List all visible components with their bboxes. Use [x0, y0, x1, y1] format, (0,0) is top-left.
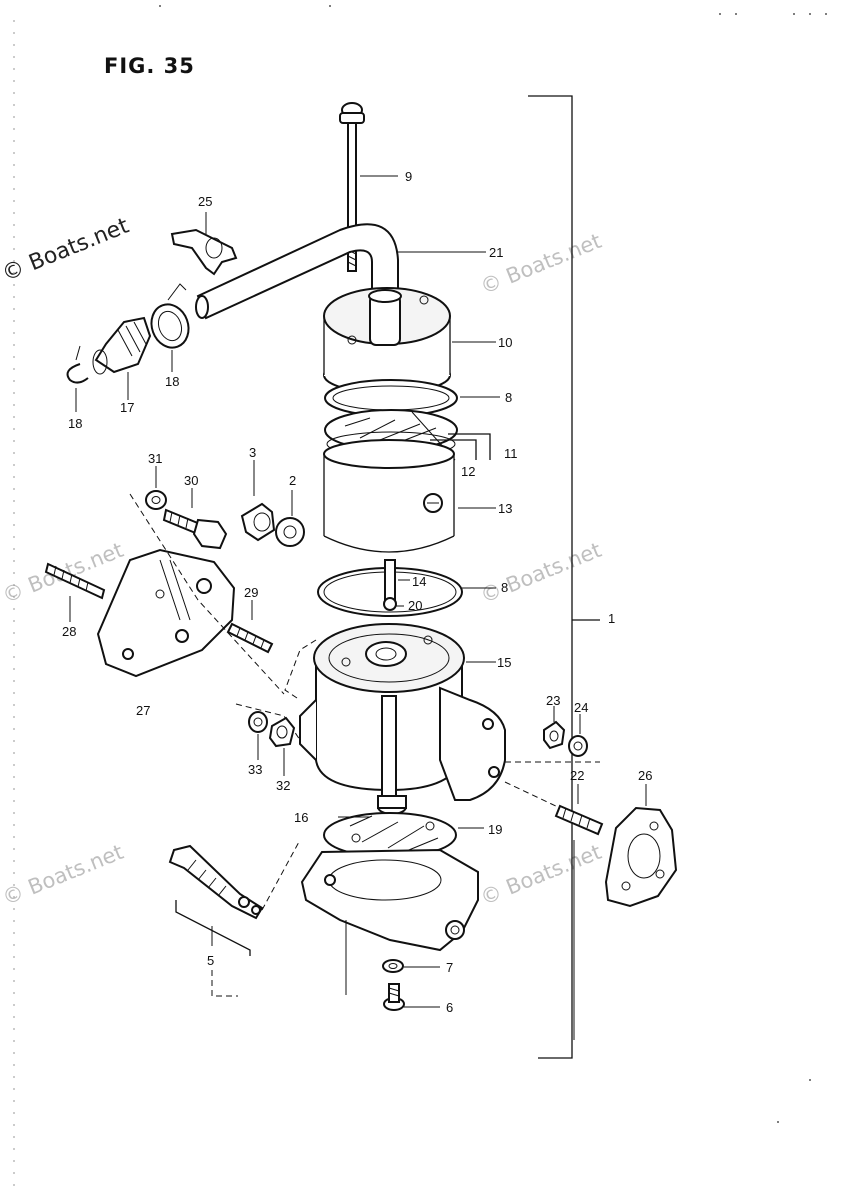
- callout-14: 14: [412, 574, 426, 589]
- callout-18-lower: 18: [68, 416, 82, 431]
- callout-5: 5: [207, 953, 214, 968]
- bolt-part-30: [162, 488, 228, 550]
- callout-21: 21: [489, 245, 503, 260]
- callout-22: 22: [570, 768, 584, 783]
- callout-6: 6: [446, 1000, 453, 1015]
- callout-28: 28: [62, 624, 76, 639]
- callout-17: 17: [120, 400, 134, 415]
- callout-13: 13: [498, 501, 512, 516]
- callout-8-upper: 8: [505, 390, 512, 405]
- callout-30: 30: [184, 473, 198, 488]
- pump-base-part: [300, 848, 479, 995]
- pump-cap-part-10: [323, 287, 496, 394]
- clamp-part-18-lower: [66, 345, 89, 412]
- filter-part-17: [92, 316, 152, 400]
- callout-20: 20: [408, 598, 422, 613]
- washer-part-31: [145, 466, 167, 510]
- callout-23: 23: [546, 693, 560, 708]
- washer-part-24: [568, 714, 588, 757]
- spacer-part-3: [240, 460, 276, 542]
- washer-part-7: [382, 959, 440, 973]
- pump-body-part-13: [323, 439, 496, 553]
- washer-part-2: [275, 490, 305, 547]
- stud-part-29: [226, 600, 274, 654]
- callout-2: 2: [289, 473, 296, 488]
- callout-12: 12: [461, 464, 475, 479]
- callout-18-upper: 18: [165, 374, 179, 389]
- callout-27: 27: [136, 703, 150, 718]
- screw-part-6: [383, 983, 440, 1011]
- bolt-part-9: [339, 102, 398, 272]
- assembly-bracket: [528, 95, 600, 1059]
- valve-part-16-19: [323, 795, 484, 858]
- fuel-hose-part-21: [195, 223, 486, 320]
- callout-11: 11: [504, 446, 518, 461]
- hose-fitting-part-25: [170, 212, 238, 276]
- diaphragm-part-8-lower: [317, 559, 496, 617]
- bracket-part-27: [96, 493, 285, 695]
- callout-9: 9: [405, 169, 412, 184]
- fitting-part-5: [168, 839, 301, 997]
- callout-32: 32: [276, 778, 290, 793]
- callout-7: 7: [446, 960, 453, 975]
- callout-33: 33: [248, 762, 262, 777]
- stud-part-22: [504, 761, 604, 1040]
- nut-part-32: [268, 716, 296, 776]
- pump-housing-part-15: [284, 623, 506, 801]
- callout-31: 31: [148, 451, 162, 466]
- gasket-part-26: [604, 784, 678, 908]
- callout-25: 25: [198, 194, 212, 209]
- callout-10: 10: [498, 335, 512, 350]
- callout-16: 16: [294, 810, 308, 825]
- callout-19: 19: [488, 822, 502, 837]
- callout-29: 29: [244, 585, 258, 600]
- stud-part-28: [44, 562, 106, 622]
- washer-part-33: [235, 703, 301, 760]
- callout-1: 1: [608, 611, 615, 626]
- callout-24: 24: [574, 700, 588, 715]
- figure-title: FIG. 35: [104, 54, 195, 78]
- callout-8-lower: 8: [501, 580, 508, 595]
- callout-26: 26: [638, 768, 652, 783]
- clamp-part-18-upper: [150, 283, 190, 372]
- callout-3: 3: [249, 445, 256, 460]
- nut-part-23: [543, 706, 566, 750]
- scan-artifacts: [159, 5, 827, 1123]
- callout-15: 15: [497, 655, 511, 670]
